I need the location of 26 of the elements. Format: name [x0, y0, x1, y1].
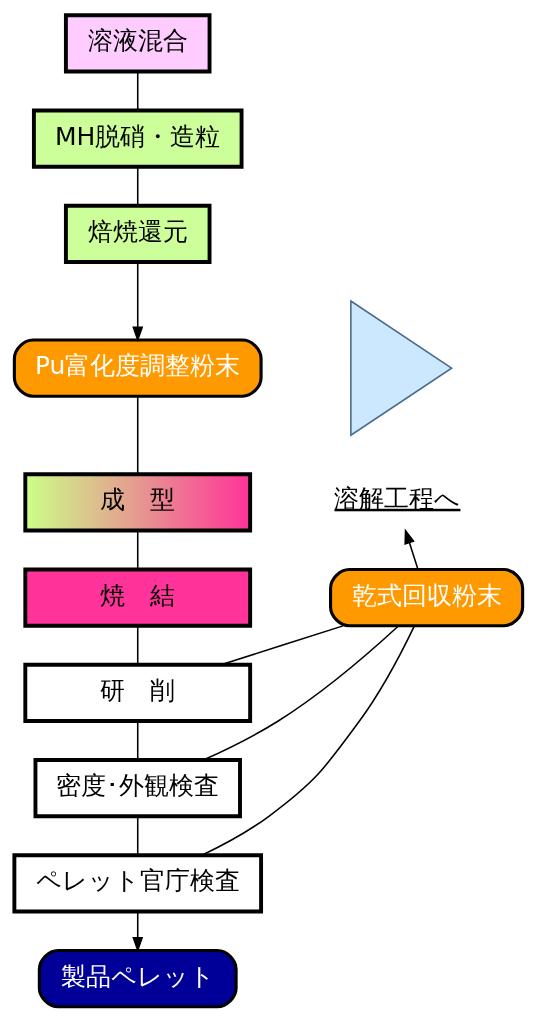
node-box: Pu富化度調整粉末 — [12, 338, 263, 398]
node-box: 焙焼還元 — [63, 203, 212, 264]
arrow — [404, 528, 419, 570]
connector — [203, 625, 400, 761]
node-box: MH脱硝・造粒 — [31, 108, 244, 169]
node-box: 製品ペレット — [37, 949, 238, 1009]
node-box: 成 型 — [23, 472, 253, 533]
node-box: ペレット官庁検査 — [12, 853, 264, 914]
connector — [136, 625, 139, 666]
connector — [136, 166, 139, 207]
arrow — [132, 261, 144, 343]
node-triangle — [350, 299, 453, 437]
node-box: 密度･外観検査 — [33, 758, 242, 819]
connector — [136, 529, 139, 570]
node-text: 溶解工程へ — [334, 483, 461, 513]
node-box: 乾式回収粉末 — [329, 568, 525, 628]
connector — [220, 625, 344, 666]
connector — [136, 396, 139, 475]
connector — [201, 625, 416, 856]
connector — [136, 70, 139, 111]
node-box: 焼 結 — [23, 567, 253, 628]
node-box: 研 削 — [23, 662, 253, 723]
arrow — [132, 910, 144, 953]
connector — [136, 815, 139, 856]
connector — [136, 720, 139, 761]
node-box: 溶液混合 — [63, 13, 212, 74]
